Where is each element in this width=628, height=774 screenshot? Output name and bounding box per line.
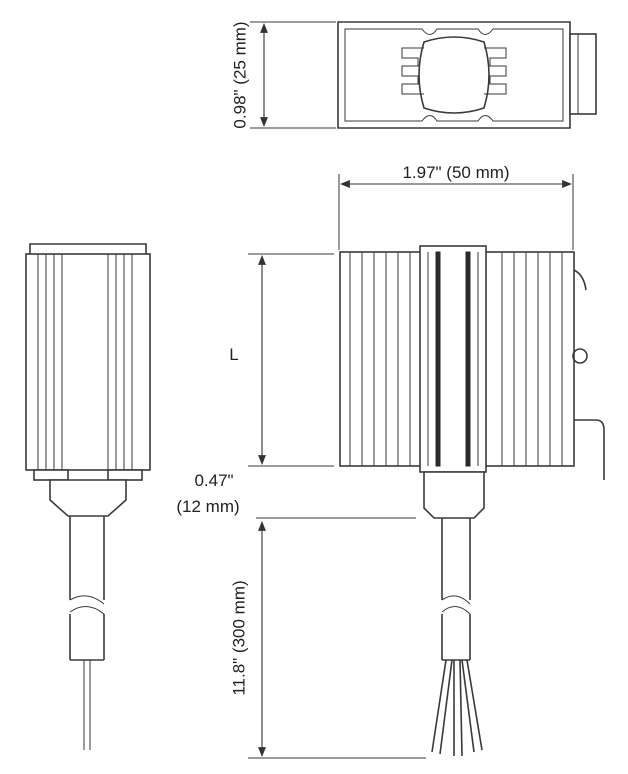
- length-label: L: [229, 345, 238, 364]
- cable-dimension: 11.8" (300 mm): [229, 521, 426, 759]
- gap-label-inch: 0.47": [194, 471, 233, 490]
- length-dimension: L: [229, 253, 334, 467]
- gap-dimension: 0.47" (12 mm): [176, 471, 416, 519]
- cross-section-view: [337, 21, 597, 129]
- height-label: 0.98" (25 mm): [230, 21, 249, 128]
- gap-label-mm: (12 mm): [176, 497, 239, 516]
- cable-label: 11.8" (300 mm): [229, 580, 248, 695]
- width-label: 1.97" (50 mm): [402, 163, 509, 182]
- front-view: [339, 245, 605, 757]
- side-view: [25, 243, 151, 750]
- height-dimension: 0.98" (25 mm): [230, 21, 336, 129]
- width-dimension: 1.97" (50 mm): [338, 163, 574, 250]
